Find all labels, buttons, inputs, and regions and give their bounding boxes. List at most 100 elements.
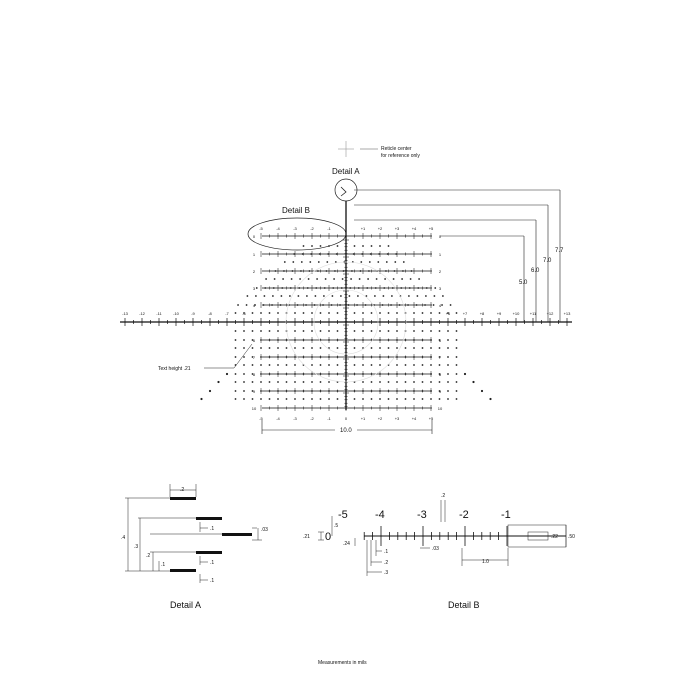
top-number-left: -4	[276, 226, 280, 231]
detail-a-dim-7: .1	[210, 560, 214, 566]
bottom-number-right: +2	[378, 416, 383, 421]
detail-b-num-2: -3	[417, 509, 427, 521]
detail-b-dim-10: .50	[568, 534, 575, 540]
height-dimensions	[354, 189, 561, 322]
top-number-left: -2	[310, 226, 314, 231]
detail-b-dim-3: .24	[343, 541, 350, 547]
row-label-left: 8	[253, 372, 256, 377]
dot-grid	[200, 245, 492, 401]
detail-a-dim-4: .3	[134, 544, 138, 550]
center-ref-text-1: Reticle center	[381, 146, 412, 152]
top-number-left: -1	[327, 226, 331, 231]
top-number-right: +4	[412, 226, 417, 231]
bottom-number-left: -3	[293, 416, 297, 421]
row-label-right: 8	[439, 372, 442, 377]
detail-a-dim-2: .03	[261, 527, 268, 533]
bottom-number-row: -5-4-3-2-1+1+2+3+4+50	[259, 416, 434, 421]
detail-b-dim-4: .1	[384, 549, 388, 555]
horizontal-number-left: -10	[173, 311, 180, 316]
detail-a-dim-0: .2	[180, 487, 184, 493]
top-zero-right: 0	[439, 234, 442, 239]
bottom-number-right: +4	[412, 416, 417, 421]
horizontal-number-left: -13	[122, 311, 129, 316]
row-label-right: 7	[439, 355, 442, 360]
center-reference: Reticle center for reference only	[338, 141, 420, 159]
row-label-right: 6	[439, 338, 442, 343]
bottom-number-left: -4	[276, 416, 280, 421]
chevron-icon	[340, 186, 347, 197]
detail-b-ellipse	[247, 217, 347, 251]
height-dim-6: 6.0	[531, 268, 540, 274]
row-label-right: 3	[439, 286, 442, 291]
bottom-number-left: -1	[327, 416, 331, 421]
detail-b-dim-8: 1.0	[482, 559, 489, 565]
row-label-right: 9	[439, 389, 442, 394]
row-label-right: 1	[439, 252, 442, 257]
horizontal-number-left: -9	[191, 311, 195, 316]
row-label-left: 9	[253, 389, 256, 394]
bottom-number-right: +3	[395, 416, 400, 421]
top-number-right: +5	[429, 226, 434, 231]
text-height-note: Text height .21	[158, 366, 191, 372]
horizontal-number-right: +12	[547, 311, 555, 316]
detail-b-dim-0: .2	[441, 493, 445, 499]
detail-a-dim-6: .1	[161, 562, 165, 568]
center-ref-text-2: for reference only	[381, 153, 420, 159]
row-label-left: 4	[253, 303, 256, 308]
row-label-left: 6	[253, 338, 256, 343]
bottom-number-right: +1	[361, 416, 366, 421]
horizontal-number-right: +11	[530, 311, 537, 316]
measurements-note: Measurements in mils	[318, 660, 367, 666]
top-zero-left: 0	[253, 234, 256, 239]
top-number-row: -5 -4 -3 -2 -1 +1 +2 +3 +4 +5 0 0	[253, 226, 442, 239]
detail-b-title: Detail B	[448, 600, 480, 610]
row-label-left: 3	[253, 286, 256, 291]
detail-b-dim-7: .03	[432, 546, 439, 552]
top-number-left: -3	[293, 226, 297, 231]
detail-a-drawing: .2 .1 .03 .4 .3 .2 .1 .1 .1	[121, 484, 268, 584]
detail-b-num-1: -4	[375, 509, 385, 521]
bottom-number-left: -5	[259, 416, 263, 421]
detail-a-circle	[334, 178, 358, 202]
horizontal-number-left: -7	[225, 311, 229, 316]
horizontal-number-right: +10	[513, 311, 521, 316]
detail-a-label: Detail A	[332, 167, 360, 176]
bottom-number-right: +5	[429, 416, 434, 421]
row-label-right: 4	[439, 303, 442, 308]
height-dim-7-7: 7.7	[555, 248, 564, 254]
detail-b-num-0: -5	[338, 509, 348, 521]
row-label-left: 1	[253, 252, 256, 257]
top-number-right: +1	[361, 226, 366, 231]
detail-a-title: Detail A	[170, 600, 201, 610]
detail-b-zero: 0	[325, 531, 331, 543]
top-number-left: -5	[259, 226, 263, 231]
top-number-right: +3	[395, 226, 400, 231]
detail-b-dim-9: .22	[551, 534, 558, 540]
bottom-zero: 0	[345, 416, 348, 421]
horizontal-number-right: +13	[564, 311, 572, 316]
detail-b-dim-1: .5	[334, 523, 338, 529]
detail-b-num-4: -1	[501, 509, 511, 521]
row-label-left: 2	[253, 269, 256, 274]
detail-a-dim-3: .4	[121, 535, 125, 541]
horizontal-number-row: -13-12-11-10-9-8-7-6+6+7+8+9+10+11+12+13	[122, 311, 571, 316]
row-label-left: 7	[253, 355, 256, 360]
horizontal-number-right: +7	[463, 311, 468, 316]
horizontal-number-right: +8	[480, 311, 485, 316]
horizontal-number-left: -8	[208, 311, 212, 316]
width-dimension	[261, 420, 433, 434]
detail-a-dim-1: .1	[210, 526, 214, 532]
height-dim-5: 5.0	[519, 280, 528, 286]
height-dim-7: 7.0	[543, 258, 552, 264]
detail-b-num-3: -2	[459, 509, 469, 521]
detail-a-dim-5: .2	[146, 553, 150, 559]
horizontal-number-left: -12	[139, 311, 146, 316]
detail-b-label: Detail B	[282, 206, 310, 215]
horizontal-number-left: -11	[156, 311, 162, 316]
horizontal-number-left: -6	[242, 311, 246, 316]
reticle	[120, 201, 572, 411]
top-number-right: +2	[378, 226, 383, 231]
detail-b-drawing: -5 -4 -3 -2 -1 0 .2 .5 .21 .24 .1 .2 .3 …	[303, 493, 575, 576]
